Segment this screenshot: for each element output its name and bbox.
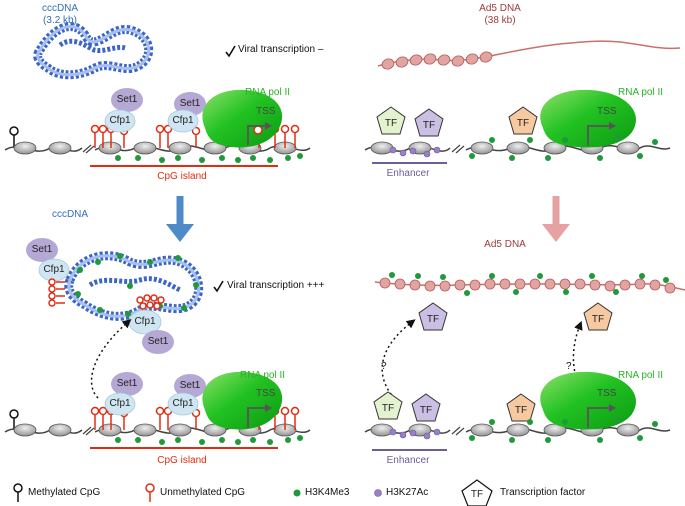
question-mark-left: ? bbox=[381, 361, 387, 372]
cfp1-label-bottom-b: Cfp1 bbox=[172, 398, 194, 409]
cfp1-label-bottom-a: Cfp1 bbox=[109, 398, 131, 409]
chromatin-fiber-bottom-left bbox=[4, 423, 311, 437]
legend-methylated-label: Methylated CpG bbox=[28, 487, 101, 498]
legend-tf-label: TF bbox=[470, 489, 484, 500]
tf-label-top-orange: TF bbox=[516, 118, 530, 129]
top-left-panel bbox=[4, 22, 311, 167]
down-arrow-pink bbox=[542, 196, 570, 242]
tss-arrow-top-left bbox=[247, 122, 272, 145]
legend-unmethylated-icon bbox=[145, 483, 155, 502]
cfp1-label-top-a: Cfp1 bbox=[109, 115, 131, 126]
ad5-title-bottom: Ad5 DNA bbox=[484, 239, 526, 250]
tf-label-bottom-green: TF bbox=[381, 403, 395, 414]
legend-methylated-icon bbox=[13, 483, 23, 502]
dotted-recruit-arrow-left bbox=[90, 319, 132, 399]
set1-label-bottom-b: Set1 bbox=[179, 380, 201, 391]
tf-pentagons-floating bbox=[418, 302, 613, 331]
rna-pol-ii-shape-bottom-right bbox=[540, 371, 636, 430]
tss-label-bottom-left: TSS bbox=[256, 388, 276, 399]
cpg-island-label-top: CpG island bbox=[157, 171, 207, 182]
tss-arrow-bottom-right bbox=[587, 404, 616, 428]
ad5-dna-fiber-top bbox=[377, 40, 681, 70]
rna-pol-ii-shape-bottom-left bbox=[202, 371, 283, 430]
set1-label-cccdna-a: Set1 bbox=[31, 244, 53, 255]
bottom-left-panel bbox=[4, 238, 311, 449]
h3k4me3-marks-top-right bbox=[469, 135, 658, 161]
set1-cfp1-complex-bottom bbox=[104, 372, 206, 416]
legend-h3k4me3-label: H3K4Me3 bbox=[305, 487, 350, 498]
cpg-island-label-bottom: CpG island bbox=[157, 455, 207, 466]
cfp1-label-top-b: Cfp1 bbox=[172, 115, 194, 126]
rna-pol-label-bottom-right: RNA pol II bbox=[618, 370, 664, 381]
unmethylated-cpg-cluster-cccdna bbox=[48, 278, 165, 310]
dotted-arrow-tf-orange bbox=[572, 320, 591, 403]
ad5-title-top: Ad5 DNA bbox=[479, 3, 521, 14]
rna-pol-ii-shape-top-right bbox=[540, 89, 636, 148]
tf-label-top-green: TF bbox=[384, 118, 398, 129]
enhancer-label-bottom: Enhancer bbox=[386, 455, 430, 466]
h3k4me3-marks-bottom-right bbox=[469, 417, 658, 443]
set1-label-bottom-a: Set1 bbox=[116, 378, 138, 389]
h3k4me3-marks-bottom-left bbox=[115, 435, 303, 445]
tss-arrow-top-right bbox=[587, 122, 616, 146]
legend-h3k4me3-icon bbox=[293, 489, 301, 497]
set1-cfp1-complex-cccdna bbox=[26, 238, 174, 354]
rna-pol-ii-shape-top-left bbox=[202, 89, 283, 148]
rna-pol-label-top-right: RNA pol II bbox=[618, 87, 664, 98]
cccdna-minichromosome-icon bbox=[33, 22, 154, 80]
legend bbox=[13, 479, 493, 506]
dotted-arrow-tf-purple bbox=[381, 319, 416, 403]
ad5-size: (38 kb) bbox=[484, 15, 516, 26]
cccdna-title-bottom: cccDNA bbox=[51, 209, 89, 220]
top-right-panel bbox=[364, 40, 681, 164]
legend-h3k27ac-label: H3K27Ac bbox=[386, 487, 429, 498]
legend-tf-pentagon-icon bbox=[461, 479, 493, 506]
enhancer-label-top: Enhancer bbox=[386, 168, 430, 179]
tf-label-floating-orange: TF bbox=[591, 314, 605, 325]
cccdna-title-top: cccDNA bbox=[41, 3, 79, 14]
chromatin-fiber-top-left bbox=[4, 141, 311, 155]
viral-transcription-bottom: Viral transcription +++ bbox=[227, 280, 325, 291]
set1-label-cccdna-b: Set1 bbox=[147, 336, 169, 347]
tss-label-bottom-right: TSS bbox=[597, 388, 617, 399]
methylated-cpg-marker-bottom bbox=[9, 409, 19, 430]
ad5-dna-fiber-bottom bbox=[374, 272, 685, 296]
down-arrow-blue bbox=[166, 196, 194, 242]
tf-pentagons-bottom bbox=[373, 391, 536, 422]
cfp1-label-cccdna-a: Cfp1 bbox=[43, 264, 65, 275]
legend-transcription-factor-label: Transcription factor bbox=[500, 487, 586, 498]
set1-label-top-b: Set1 bbox=[179, 98, 201, 109]
tf-label-floating-purple: TF bbox=[426, 314, 440, 325]
tf-pentagons-top bbox=[376, 106, 538, 137]
tss-label-top-right: TSS bbox=[597, 106, 617, 117]
cccdna-active-minichromosome-icon bbox=[64, 251, 204, 321]
transcription-checkmark-bottom bbox=[213, 280, 224, 293]
h3k27ac-marks-top bbox=[389, 146, 441, 158]
tf-label-bottom-orange: TF bbox=[514, 405, 528, 416]
question-mark-right: ? bbox=[566, 361, 572, 372]
legend-h3k27ac-icon bbox=[374, 489, 382, 497]
cfp1-label-cccdna-b: Cfp1 bbox=[134, 316, 156, 327]
transcription-checkmark-top bbox=[225, 45, 236, 58]
h3k4me3-marks-top-left bbox=[115, 153, 303, 163]
methylated-cpg-marker bbox=[9, 126, 19, 148]
set1-label-top-a: Set1 bbox=[116, 94, 138, 105]
viral-transcription-top: Viral transcription – bbox=[238, 44, 324, 55]
cccdna-size: (3.2 kb) bbox=[43, 15, 77, 26]
legend-unmethylated-label: Unmethylated CpG bbox=[160, 487, 246, 498]
bottom-right-panel bbox=[364, 272, 685, 451]
rna-pol-label-bottom-left: RNA pol II bbox=[240, 370, 286, 381]
tss-arrow-bottom-left bbox=[247, 404, 272, 428]
tss-label-top-left: TSS bbox=[256, 106, 276, 117]
tf-label-top-purple: TF bbox=[422, 120, 436, 131]
set1-cfp1-complex-top bbox=[104, 88, 206, 133]
h3k27ac-marks-bottom bbox=[389, 428, 441, 440]
rna-pol-label-top-left: RNA pol II bbox=[245, 87, 291, 98]
tf-label-bottom-purple: TF bbox=[419, 405, 433, 416]
